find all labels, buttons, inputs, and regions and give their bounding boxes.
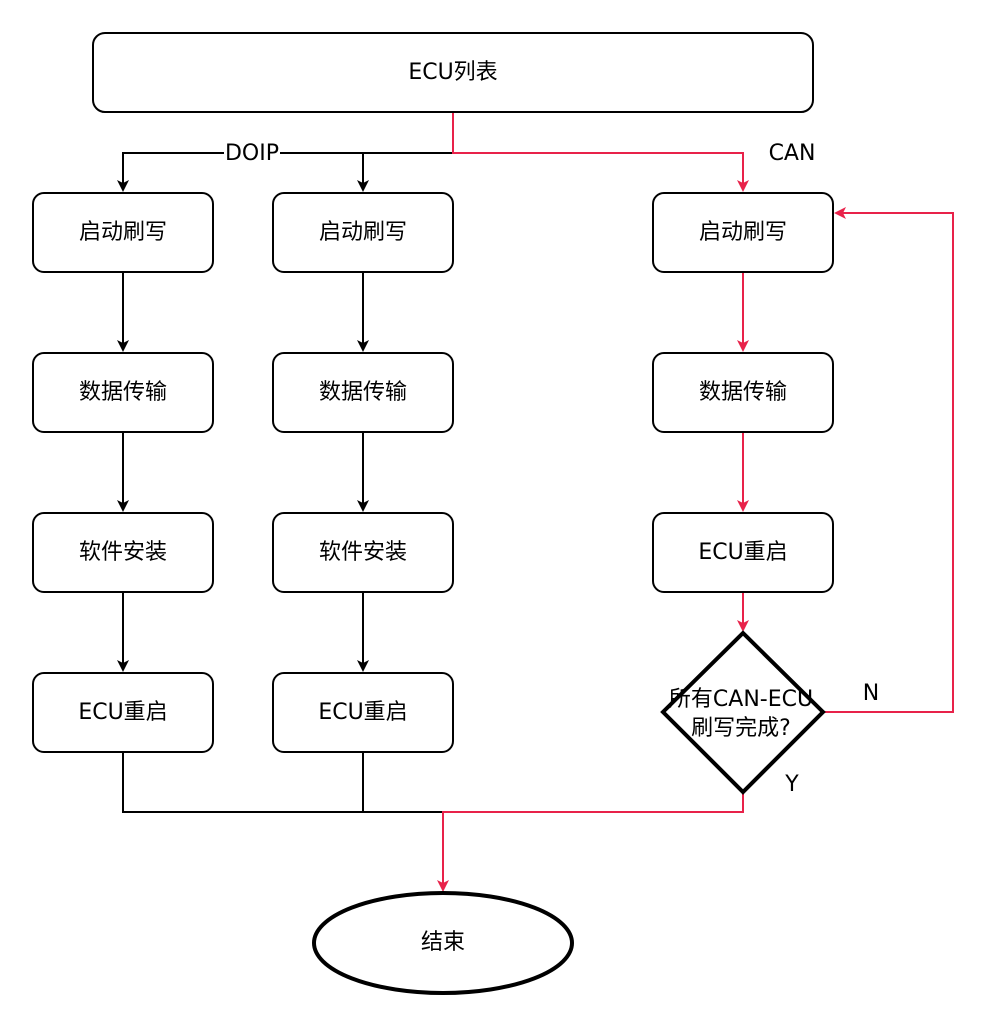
edge-decision-no-loop (823, 207, 954, 713)
doip1-restart-label: ECU重启 (78, 700, 167, 725)
can-connectors (437, 112, 954, 892)
can-start-label: 启动刷写 (699, 220, 787, 245)
doip1-install-node: 软件安装 (32, 512, 214, 593)
doip2-start-node: 启动刷写 (272, 192, 454, 273)
edge-label-can: CAN (769, 141, 816, 166)
doip2-transfer-label: 数据传输 (319, 380, 407, 405)
node-ecu-list: ECU列表 (92, 32, 814, 113)
can-restart-node: ECU重启 (652, 512, 834, 593)
edge-label-yes: Y (784, 772, 799, 797)
doip1-start-label: 启动刷写 (79, 220, 167, 245)
doip1-restart-node: ECU重启 (32, 672, 214, 753)
doip2-start-label: 启动刷写 (319, 220, 407, 245)
doip2-install-label: 软件安装 (319, 540, 407, 565)
edge-label-no: N (863, 681, 879, 706)
doip1-start-node: 启动刷写 (32, 192, 214, 273)
doip-label-bg (224, 143, 280, 163)
can-transfer-label: 数据传输 (699, 380, 787, 405)
decision-line2: 刷写完成? (691, 716, 791, 741)
can-transfer-node: 数据传输 (652, 352, 834, 433)
end-node: 结束 (312, 891, 574, 995)
edge-list-to-doip1 (117, 112, 454, 192)
decision-line1: 所有CAN-ECU (669, 687, 813, 712)
doip1-transfer-node: 数据传输 (32, 352, 214, 433)
doip2-restart-node: ECU重启 (272, 672, 454, 753)
doip1-transfer-label: 数据传输 (79, 380, 167, 405)
edge-decision-yes-end (437, 792, 744, 892)
doip1-install-label: 软件安装 (79, 540, 167, 565)
doip2-restart-label: ECU重启 (318, 700, 407, 725)
node-ecu-list-label: ECU列表 (408, 60, 497, 85)
edge-doip1-restart-merge (122, 752, 443, 813)
doip2-transfer-node: 数据传输 (272, 352, 454, 433)
end-label: 结束 (421, 930, 465, 955)
edge-label-doip: DOIP (225, 141, 279, 166)
can-restart-label: ECU重启 (698, 540, 787, 565)
doip2-install-node: 软件安装 (272, 512, 454, 593)
edge-list-to-can (452, 112, 749, 192)
can-decision-node: 所有CAN-ECU 刷写完成? (660, 630, 826, 795)
can-start-node: 启动刷写 (652, 192, 834, 273)
